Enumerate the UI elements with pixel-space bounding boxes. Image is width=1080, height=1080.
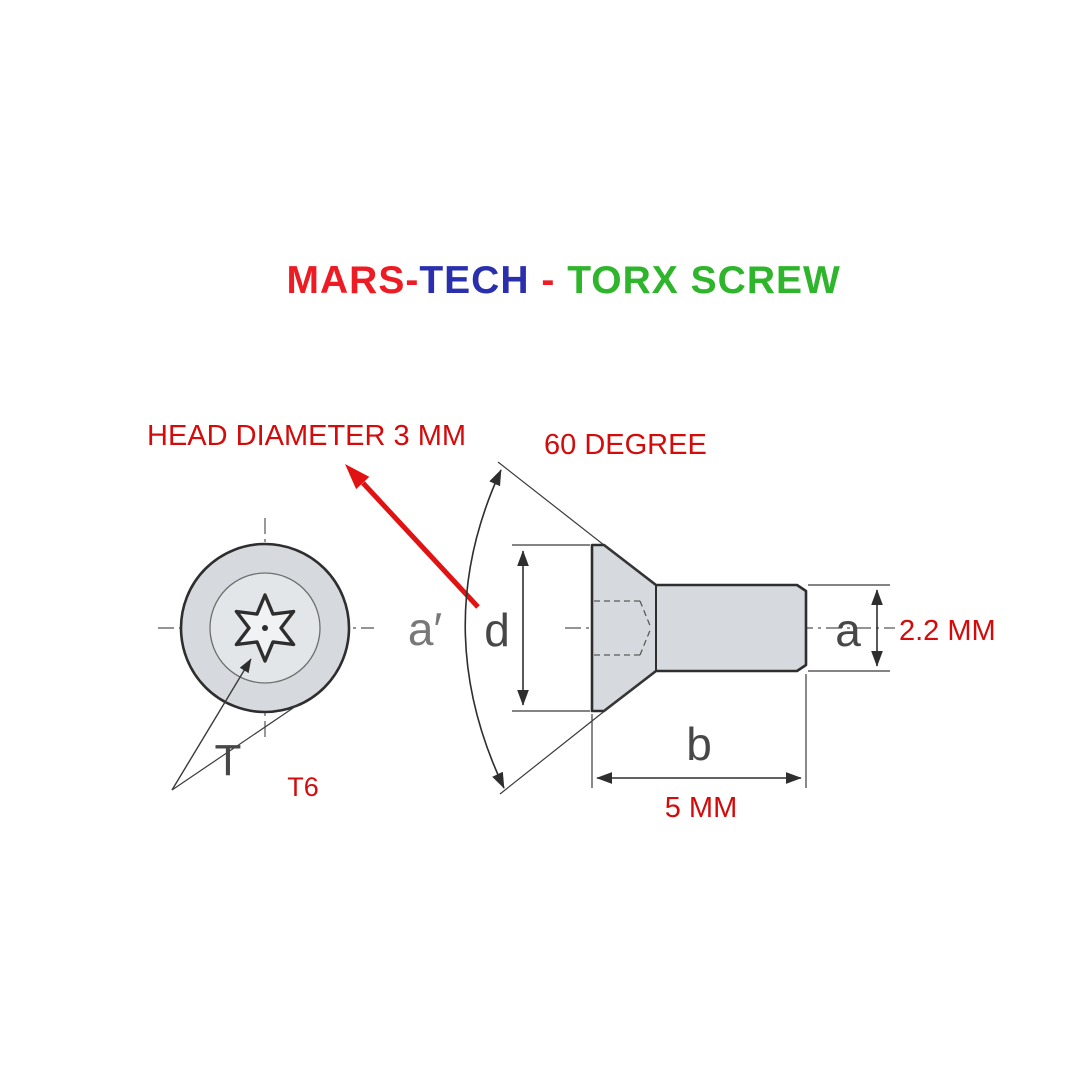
torx-size-label: T6 xyxy=(287,772,319,802)
recess-hidden-taper-bottom xyxy=(639,627,652,656)
title-part-product: TORX SCREW xyxy=(567,259,841,302)
red-arrow-shaft xyxy=(361,481,480,609)
title-part-dash: - xyxy=(529,259,568,302)
angle-label: 60 DEGREE xyxy=(544,429,707,461)
dim-label-d: d xyxy=(484,604,510,656)
recess-hidden-taper-top xyxy=(639,600,652,629)
shank-diameter-label: 2.2 MM xyxy=(899,615,996,647)
angle-ext-line-top xyxy=(497,461,656,586)
angle-ext-line-bottom xyxy=(499,670,656,795)
title-part-tech: TECH xyxy=(419,259,530,302)
dim-label-a-prime: a′ xyxy=(408,603,442,655)
dim-label-b: b xyxy=(686,718,712,770)
dim-label-T: T xyxy=(215,736,242,785)
hidden-recess-lines xyxy=(594,600,652,656)
dimension-d: d a′ xyxy=(408,544,590,712)
top-view: T T6 xyxy=(158,518,374,802)
side-view: d a′ 60 DEGREE a 2.2 MM xyxy=(408,429,996,824)
dimension-b: b 5 MM xyxy=(591,674,807,824)
title-part-brand: MARS- xyxy=(286,259,420,302)
screw-profile xyxy=(590,543,808,713)
dimension-angle: 60 DEGREE xyxy=(464,429,707,795)
page-title: MARS-TECH - TORX SCREW xyxy=(0,215,1080,347)
dim-label-a: a xyxy=(835,604,861,656)
dimension-a: a 2.2 MM xyxy=(808,584,996,672)
length-label: 5 MM xyxy=(665,792,738,824)
center-dot xyxy=(262,625,268,631)
head-diameter-callout: HEAD DIAMETER 3 MM xyxy=(147,420,480,609)
head-diameter-label: HEAD DIAMETER 3 MM xyxy=(147,420,466,452)
angle-arc xyxy=(464,469,505,789)
red-arrow-head-icon xyxy=(345,464,370,490)
torx-leader-line xyxy=(171,658,252,791)
torx-leader-line-2 xyxy=(171,703,300,791)
